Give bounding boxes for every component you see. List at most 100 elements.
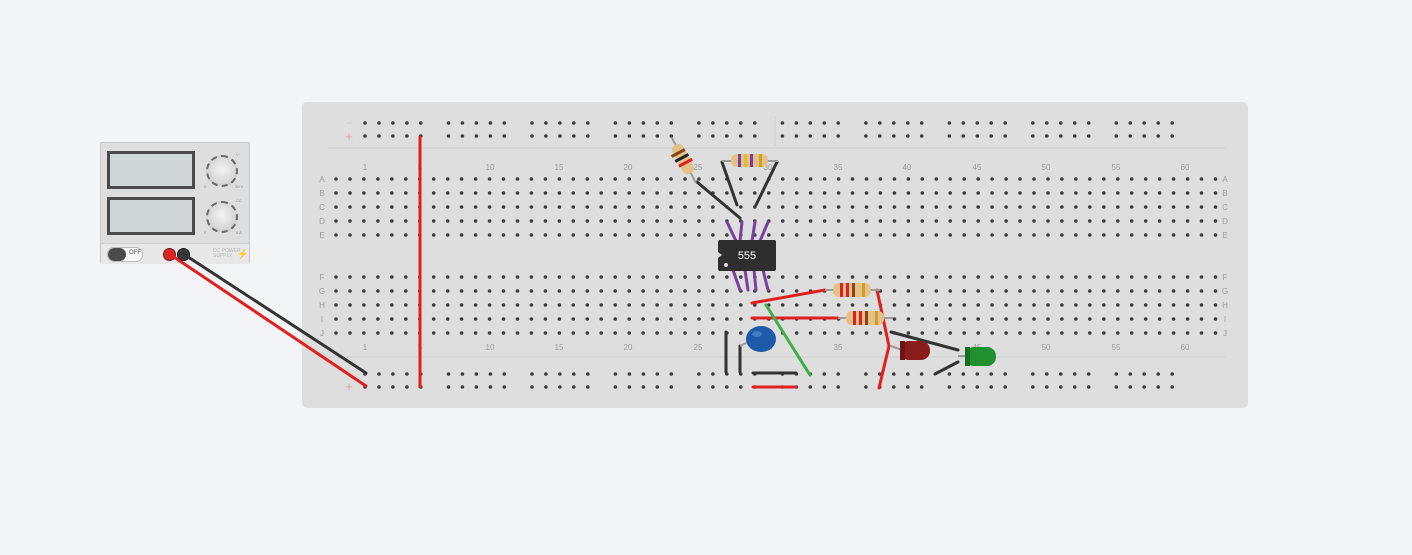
rail-hole[interactable]	[1156, 121, 1160, 125]
terminal-hole[interactable]	[431, 331, 436, 335]
terminal-hole[interactable]	[543, 331, 548, 335]
rail-hole[interactable]	[906, 134, 910, 138]
terminal-hole[interactable]	[1143, 219, 1148, 223]
rail-hole[interactable]	[739, 121, 743, 125]
terminal-hole[interactable]	[962, 191, 966, 195]
terminal-hole[interactable]	[794, 177, 799, 181]
terminal-hole[interactable]	[348, 317, 352, 321]
terminal-hole[interactable]	[962, 317, 966, 321]
terminal-hole[interactable]	[711, 289, 715, 293]
terminal-hole[interactable]	[1046, 205, 1050, 209]
terminal-hole[interactable]	[934, 289, 939, 293]
terminal-hole[interactable]	[711, 303, 715, 307]
rail-hole[interactable]	[641, 134, 646, 138]
terminal-hole[interactable]	[627, 233, 631, 237]
terminal-hole[interactable]	[641, 177, 645, 181]
rail-hole[interactable]	[1003, 372, 1007, 376]
terminal-hole[interactable]	[641, 205, 645, 209]
terminal-hole[interactable]	[473, 275, 478, 279]
rail-hole[interactable]	[961, 134, 966, 138]
rail-hole[interactable]	[419, 121, 423, 125]
terminal-hole[interactable]	[920, 191, 925, 195]
terminal-hole[interactable]	[1102, 275, 1106, 279]
terminal-hole[interactable]	[487, 233, 492, 237]
terminal-hole[interactable]	[473, 205, 478, 209]
terminal-hole[interactable]	[362, 233, 366, 237]
terminal-hole[interactable]	[878, 331, 883, 335]
terminal-hole[interactable]	[836, 331, 841, 335]
rail-hole[interactable]	[544, 134, 548, 138]
terminal-hole[interactable]	[1157, 317, 1162, 321]
terminal-hole[interactable]	[990, 205, 994, 209]
terminal-hole[interactable]	[948, 317, 952, 321]
terminal-hole[interactable]	[1143, 275, 1148, 279]
terminal-hole[interactable]	[836, 233, 841, 237]
rail-hole[interactable]	[961, 121, 966, 125]
rail-hole[interactable]	[822, 372, 827, 376]
rail-hole[interactable]	[1156, 134, 1160, 138]
terminal-hole[interactable]	[515, 331, 520, 335]
terminal-hole[interactable]	[836, 177, 841, 181]
terminal-hole[interactable]	[1046, 303, 1050, 307]
terminal-hole[interactable]	[641, 317, 645, 321]
rail-hole[interactable]	[906, 385, 910, 389]
terminal-hole[interactable]	[473, 219, 478, 223]
terminal-hole[interactable]	[864, 303, 869, 307]
terminal-hole[interactable]	[934, 317, 939, 321]
green-wire[interactable]	[764, 303, 812, 377]
terminal-hole[interactable]	[920, 317, 925, 321]
terminal-hole[interactable]	[655, 177, 659, 181]
power-supply[interactable]: V CC 0 30 V 0 5 A OFF DC POWER SUPPLY ⚡	[100, 142, 250, 264]
terminal-hole[interactable]	[376, 275, 380, 279]
terminal-hole[interactable]	[404, 317, 408, 321]
terminal-hole[interactable]	[836, 191, 841, 195]
terminal-hole[interactable]	[822, 331, 827, 335]
rail-hole[interactable]	[892, 385, 896, 389]
terminal-hole[interactable]	[976, 219, 980, 223]
rail-hole[interactable]	[794, 121, 799, 125]
terminal-hole[interactable]	[794, 289, 799, 293]
rail-hole[interactable]	[947, 121, 952, 125]
rail-hole[interactable]	[405, 372, 409, 376]
terminal-hole[interactable]	[725, 317, 729, 321]
rail-hole[interactable]	[1142, 121, 1146, 125]
terminal-hole[interactable]	[892, 289, 897, 293]
terminal-hole[interactable]	[1074, 205, 1078, 209]
rail-hole[interactable]	[808, 121, 813, 125]
rail-hole[interactable]	[725, 121, 729, 125]
terminal-hole[interactable]	[948, 205, 952, 209]
rail-hole[interactable]	[947, 372, 952, 376]
rail-hole[interactable]	[906, 121, 910, 125]
terminal-hole[interactable]	[459, 219, 464, 223]
terminal-hole[interactable]	[976, 317, 980, 321]
terminal-hole[interactable]	[906, 317, 911, 321]
terminal-hole[interactable]	[934, 191, 939, 195]
rail-hole[interactable]	[391, 385, 395, 389]
terminal-hole[interactable]	[794, 191, 799, 195]
rail-hole[interactable]	[502, 134, 507, 138]
terminal-hole[interactable]	[739, 177, 743, 181]
terminal-hole[interactable]	[529, 233, 534, 237]
terminal-hole[interactable]	[822, 205, 827, 209]
voltage-knob[interactable]	[206, 155, 238, 187]
terminal-hole[interactable]	[697, 233, 701, 237]
terminal-hole[interactable]	[404, 289, 408, 293]
terminal-hole[interactable]	[487, 331, 492, 335]
terminal-hole[interactable]	[431, 205, 436, 209]
terminal-hole[interactable]	[1046, 191, 1050, 195]
rail-hole[interactable]	[558, 121, 562, 125]
terminal-hole[interactable]	[655, 205, 659, 209]
terminal-hole[interactable]	[348, 233, 352, 237]
rail-hole[interactable]	[892, 121, 896, 125]
terminal-hole[interactable]	[892, 317, 897, 321]
terminal-hole[interactable]	[431, 317, 436, 321]
terminal-hole[interactable]	[571, 303, 576, 307]
terminal-hole[interactable]	[1185, 303, 1190, 307]
rail-hole[interactable]	[613, 372, 618, 376]
terminal-hole[interactable]	[1157, 177, 1162, 181]
terminal-hole[interactable]	[1004, 233, 1008, 237]
terminal-hole[interactable]	[697, 317, 701, 321]
terminal-hole[interactable]	[669, 219, 673, 223]
terminal-hole[interactable]	[655, 303, 659, 307]
terminal-hole[interactable]	[808, 205, 813, 209]
